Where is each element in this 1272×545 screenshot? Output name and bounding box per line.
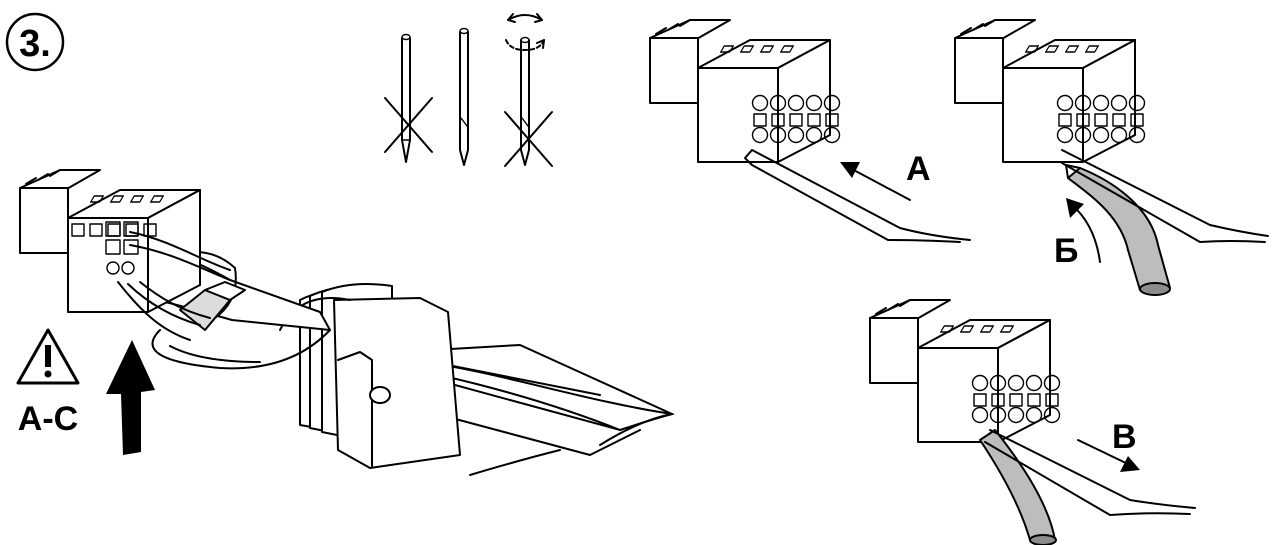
terminal-block-connector <box>19 169 201 313</box>
step-b-insert-wire: Б <box>954 19 1269 296</box>
screwdriver-phillips <box>401 33 411 163</box>
up-arrow-icon <box>106 340 155 455</box>
screwdriver <box>1061 149 1269 243</box>
arrow-a-icon <box>840 162 911 201</box>
cable-gland <box>299 283 461 469</box>
connector-with-cable-gland <box>19 169 675 476</box>
wire <box>979 429 1057 545</box>
screwdriver-flat-tip <box>459 27 469 166</box>
screwdriver-rotating <box>505 13 545 166</box>
wire <box>1065 164 1171 296</box>
warning-block: A-C <box>16 328 80 438</box>
screwdriver-types <box>384 13 553 167</box>
step-a-insert-screwdriver: A <box>649 19 971 243</box>
screwdriver <box>984 429 1196 516</box>
label-v: B <box>1112 418 1137 456</box>
step-number-badge: 3. <box>5 12 65 72</box>
connector-front-holes <box>105 221 139 275</box>
label-a: A <box>906 150 931 188</box>
step-v-remove-screwdriver: B <box>869 299 1196 545</box>
arrow-v-icon <box>1077 439 1140 472</box>
rotate-arrows-icon <box>505 13 545 51</box>
step-number-circle <box>5 12 65 72</box>
arrow-b-icon <box>1066 198 1101 263</box>
warning-label: A-C <box>18 400 78 438</box>
step-number-text: 3. <box>19 23 51 65</box>
cross-mark-icon <box>384 97 433 153</box>
warning-triangle-icon <box>16 328 80 385</box>
cross-mark-icon <box>504 111 553 167</box>
screwdriver <box>744 149 971 243</box>
label-b: Б <box>1054 232 1078 270</box>
